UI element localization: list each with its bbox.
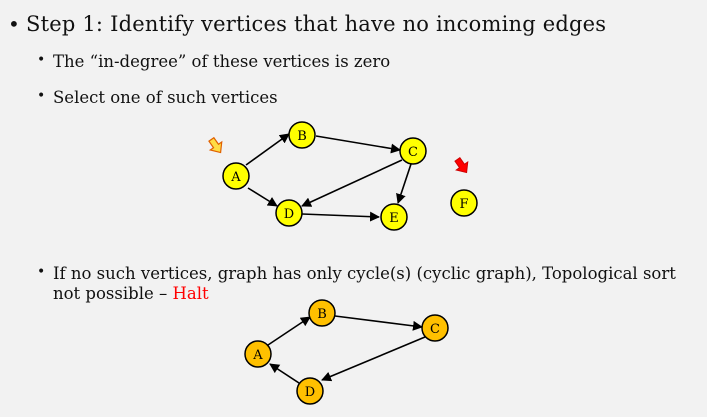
graph1-node-b: B: [288, 121, 316, 149]
node-label: B: [317, 307, 327, 322]
graph2-node-d: D: [296, 377, 324, 405]
node-label: A: [230, 170, 241, 185]
bullet-dot: •: [37, 52, 46, 68]
edge-b-c: [315, 135, 401, 154]
halt-text: Halt: [172, 284, 209, 303]
graph2-edges: [267, 315, 426, 384]
edge-b-c: [334, 315, 423, 331]
edge-a-b: [267, 316, 311, 346]
edge-a-b: [245, 133, 290, 166]
graph1-node-f: F: [450, 189, 478, 217]
indicator-arrow-f-icon: [454, 157, 469, 174]
bullet-no-such: • If no such vertices, graph has only cyc…: [37, 264, 676, 283]
step1-text: Step 1: Identify vertices that have no i…: [26, 12, 607, 36]
node-label: E: [389, 211, 399, 226]
bullet-dot: •: [8, 12, 20, 36]
node-label: F: [459, 197, 468, 212]
graph1-node-d: D: [275, 199, 303, 227]
graph1-node-e: E: [380, 203, 408, 231]
edge-c-e: [396, 163, 412, 204]
graph2-node-c: C: [421, 314, 449, 342]
edge-d-a: [269, 363, 300, 384]
graph1-node-a: A: [222, 162, 250, 190]
graph2-node-a: A: [244, 340, 272, 368]
bullet-dot: •: [37, 88, 46, 104]
node-label: C: [430, 322, 440, 337]
bullet-step1: •Step 1: Identify vertices that have no …: [8, 12, 606, 36]
no-such-text-line1: If no such vertices, graph has only cycl…: [53, 264, 676, 283]
edge-a-d: [247, 187, 278, 207]
edge-d-e: [301, 211, 380, 222]
bullet-dot: •: [37, 264, 46, 280]
node-label: B: [297, 129, 307, 144]
node-label: D: [305, 385, 315, 400]
select-text: Select one of such vertices: [53, 88, 278, 107]
edge-c-d: [301, 159, 403, 207]
graph1-node-c: C: [399, 137, 427, 165]
node-label: C: [408, 145, 418, 160]
bullet-no-such-cont: not possible – Halt: [53, 284, 209, 303]
indicator-arrow-a-icon: [208, 136, 223, 154]
no-such-text-line2: not possible –: [53, 284, 173, 303]
bullet-select: • Select one of such vertices: [37, 88, 278, 107]
bullet-in-degree: • The “in-degree” of these vertices is ze…: [37, 52, 391, 71]
edge-c-d: [321, 336, 426, 382]
in-degree-text: The “in-degree” of these vertices is zer…: [53, 52, 391, 71]
node-label: A: [252, 348, 263, 363]
node-label: D: [284, 207, 294, 222]
graph1-edges: [245, 133, 412, 222]
graph2-node-b: B: [308, 299, 336, 327]
